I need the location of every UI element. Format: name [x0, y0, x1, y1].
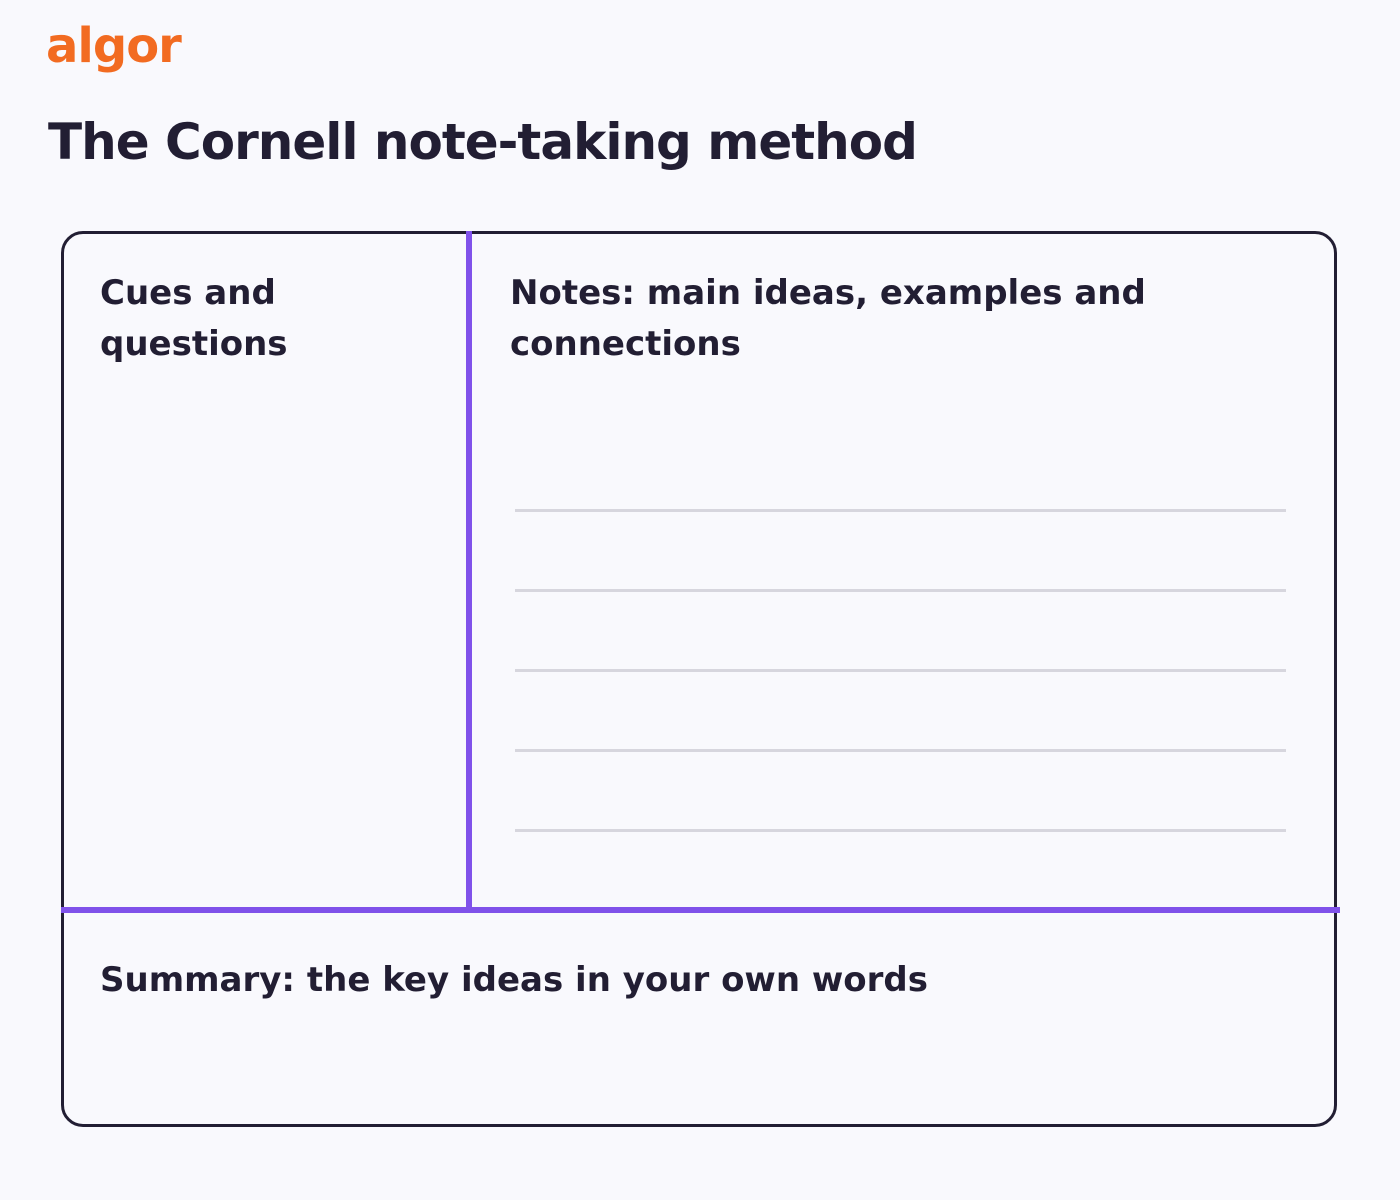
page-title: The Cornell note-taking method — [48, 113, 918, 171]
ruled-line — [515, 509, 1286, 512]
ruled-line — [515, 669, 1286, 672]
summary-divider — [61, 907, 1340, 913]
summary-section-label: Summary: the key ideas in your own words — [100, 960, 928, 1000]
cues-section-label: Cues and questions — [100, 273, 288, 364]
ruled-line — [515, 589, 1286, 592]
notes-section-label: Notes: main ideas, examples and connecti… — [510, 273, 1146, 364]
ruled-line — [515, 829, 1286, 832]
cornell-notes-sheet — [61, 231, 1337, 1127]
algor-logo: algor — [46, 18, 182, 74]
ruled-line — [515, 749, 1286, 752]
cues-notes-divider — [466, 231, 472, 911]
